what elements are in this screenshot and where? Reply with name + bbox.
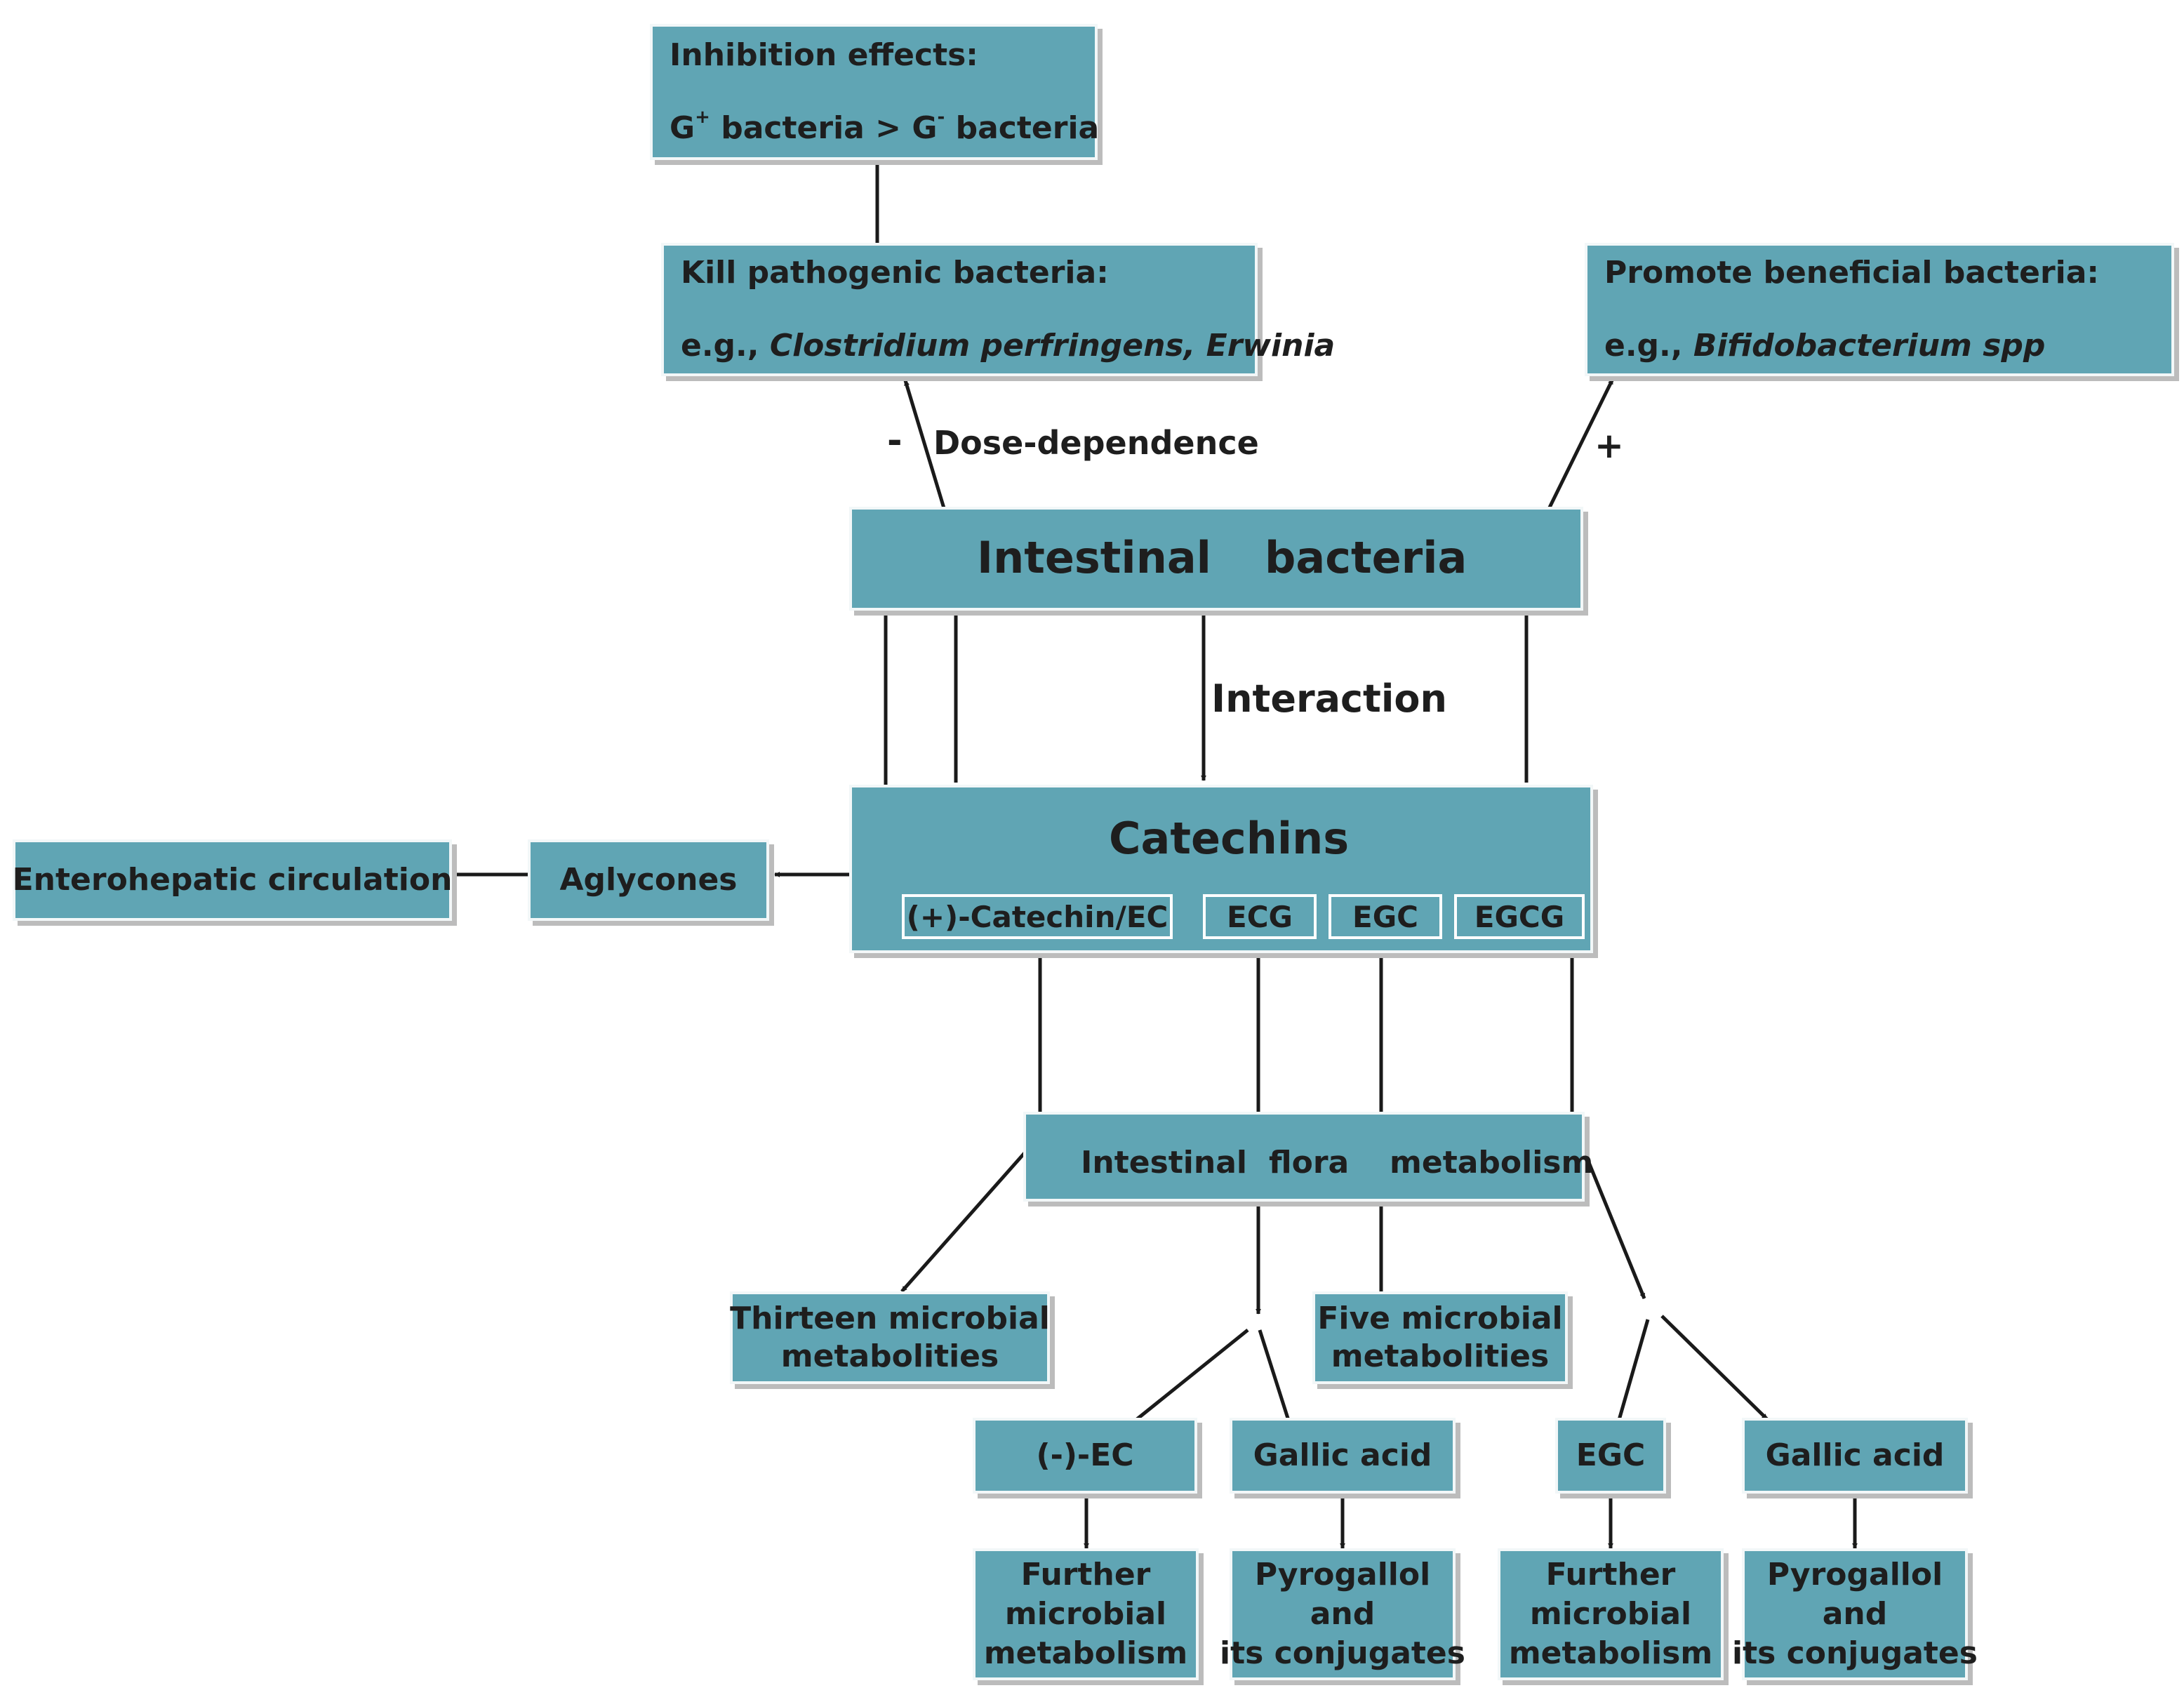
gallic-acid-box-2: Gallic acid <box>1742 1418 1968 1494</box>
edge-split-to-ec <box>1128 1329 1249 1426</box>
catechins-title: Catechins <box>1109 813 1350 864</box>
promote-beneficial-box: Promote beneficial bacteria: e.g., Bifid… <box>1585 243 2174 376</box>
catechin-type-catechin-ec: (+)-Catechin/EC <box>902 894 1173 939</box>
interaction-label: Interaction <box>1211 677 1447 721</box>
gallic-acid-box-1: Gallic acid <box>1230 1418 1456 1494</box>
thirteen-metabolities-box: Thirteen microbial metabolities <box>730 1291 1050 1384</box>
pyrogallol-box-1: Pyrogallol and its conjugates <box>1220 1548 1465 1680</box>
intestinal-bacteria-word1: Intestinal <box>977 532 1211 583</box>
inhibition-title: Inhibition effects: <box>670 37 978 73</box>
promote-example: e.g., Bifidobacterium spp <box>1604 328 2046 364</box>
kill-title: Kill pathogenic bacteria: <box>681 255 1109 291</box>
inhibition-comparison: G+ bacteria > G- bacteria <box>670 107 1100 146</box>
edge-split-to-egc <box>1616 1319 1650 1425</box>
kill-example: e.g., Clostridium perfringens, Erwinia <box>681 328 1336 364</box>
five-metabolities-box: Five microbial metabolities <box>1312 1291 1568 1384</box>
intestinal-flora-box <box>1023 1112 1585 1202</box>
intestinal-bacteria-box <box>849 507 1583 611</box>
flora-word2: flora <box>1269 1145 1350 1181</box>
catechin-type-egcg: EGCG <box>1454 894 1585 939</box>
minus-sign: - <box>887 420 903 462</box>
flora-word1: Intestinal <box>1081 1145 1247 1181</box>
intestinal-bacteria-word2: bacteria <box>1265 532 1467 583</box>
edge-split-to-gallic1 <box>1258 1329 1292 1425</box>
catechin-type-egc: EGC <box>1329 894 1442 939</box>
kill-pathogenic-box: Kill pathogenic bacteria: e.g., Clostrid… <box>661 243 1335 376</box>
pyrogallol-box-2: Pyrogallol and its conjugates <box>1732 1548 1978 1680</box>
further-metabolism-box-2: Further microbial metabolism <box>1498 1548 1724 1680</box>
flora-word3: metabolism <box>1390 1145 1594 1181</box>
catechin-type-ecg: ECG <box>1203 894 1317 939</box>
edge-flora-to-thirteen <box>900 1136 1040 1293</box>
aglycones-box: Aglycones <box>528 839 769 921</box>
edge-flora-to-egcg-split <box>1577 1138 1646 1299</box>
further-metabolism-box-1: Further microbial metabolism <box>973 1548 1199 1680</box>
promote-title: Promote beneficial bacteria: <box>1604 255 2100 291</box>
enterohepatic-box: Enterohepatic circulation <box>13 839 452 921</box>
edge-split-to-gallic2 <box>1660 1315 1769 1421</box>
plus-sign: + <box>1594 425 1624 466</box>
dose-dependence-label: Dose-dependence <box>933 424 1259 462</box>
egc-product-box: EGC <box>1555 1418 1666 1494</box>
inhibition-effects-box: Inhibition effects: G+ bacteria > G- bac… <box>650 24 1100 160</box>
ec-product-box: (-)-EC <box>973 1418 1197 1494</box>
